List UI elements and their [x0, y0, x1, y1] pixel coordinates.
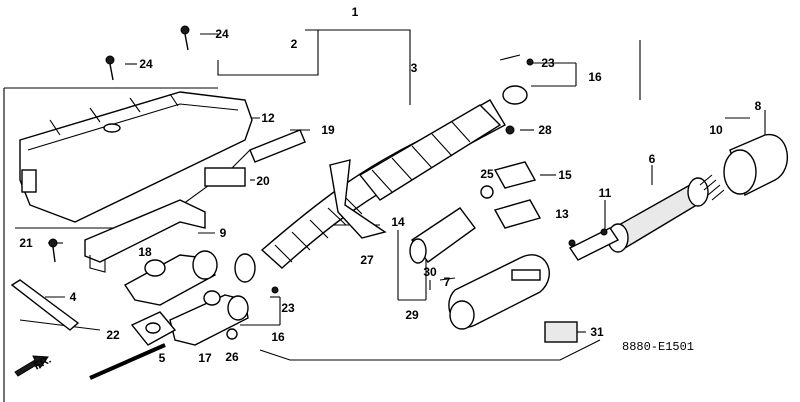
callout-13: 13: [555, 207, 569, 221]
callout-25: 25: [480, 167, 494, 181]
callout-16-upper: 16: [588, 70, 602, 84]
stay-bracket: [84, 199, 206, 273]
end-cap: [723, 134, 789, 196]
hose-bracket: [329, 159, 387, 239]
hose-clamp: [234, 85, 528, 283]
callout-14: 14: [391, 215, 405, 229]
gasket: [130, 311, 177, 346]
spring: [699, 174, 725, 201]
hardware: [48, 25, 608, 340]
callout-22: 22: [106, 328, 120, 342]
mounting-plate: [568, 227, 620, 261]
callout-18: 18: [138, 245, 152, 259]
callout-24-lower: 24: [139, 57, 153, 71]
decals: [204, 129, 578, 343]
callout-20: 20: [256, 174, 270, 188]
callout-21: 21: [19, 236, 33, 250]
callout-4: 4: [69, 290, 77, 304]
elbow-upper: [123, 250, 218, 306]
elbow-lower: [169, 290, 249, 346]
callout-11: 11: [598, 186, 612, 200]
callout-26: 26: [225, 350, 239, 364]
drain-tube: [10, 279, 80, 331]
callout-15: 15: [558, 168, 572, 182]
callout-7: 7: [443, 275, 451, 289]
callout-16-lower: 16: [271, 330, 285, 344]
air-filter-element: [607, 177, 709, 253]
callout-23-upper: 23: [541, 56, 555, 70]
callout-3: 3: [410, 61, 418, 75]
holder-bracket: [480, 161, 542, 229]
callout-10: 10: [709, 123, 723, 137]
callout-29: 29: [405, 308, 419, 322]
air-cleaner-cover: [19, 91, 253, 223]
callout-2: 2: [290, 37, 298, 51]
intake-hose-corrugated: [358, 104, 502, 201]
callout-6: 6: [648, 152, 656, 166]
callout-19: 19: [321, 123, 335, 137]
callout-5: 5: [158, 351, 166, 365]
front-arrow: [14, 355, 49, 377]
callout-28: 28: [538, 123, 552, 137]
grouping-lines: [3, 29, 766, 402]
callout-9: 9: [219, 226, 227, 240]
callout-1: 1: [351, 5, 359, 19]
callout-8: 8: [754, 99, 762, 113]
callout-12: 12: [261, 111, 275, 125]
stud-bolt: [89, 343, 166, 380]
callout-24-upper: 24: [215, 27, 229, 41]
air-cleaner-case: [448, 254, 550, 330]
drawing-code: 8880-E1501: [622, 340, 695, 354]
callout-31: 31: [590, 325, 604, 339]
callout-30: 30: [423, 265, 437, 279]
inlet-tube: [409, 207, 476, 264]
callout-27: 27: [360, 253, 374, 267]
callout-23-lower: 23: [281, 301, 295, 315]
callout-17: 17: [198, 351, 212, 365]
